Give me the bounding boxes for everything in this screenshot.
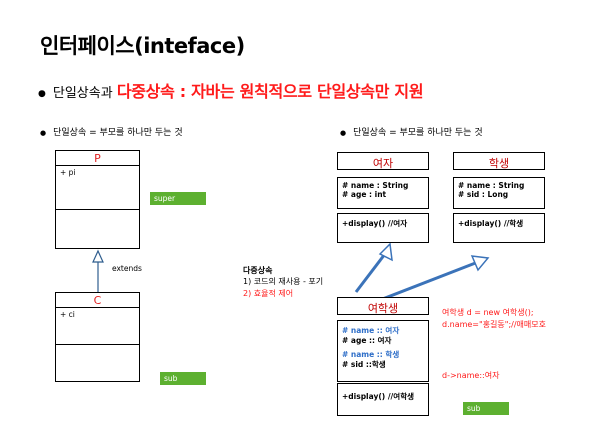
inherit-woman-line (354, 249, 390, 293)
extends-label: extends (112, 264, 142, 273)
bullet-dot-icon: ● (40, 128, 47, 137)
class-woman-header: 여자 (337, 152, 429, 170)
class-p-attr: + pi (60, 168, 76, 177)
bullet-highlight: 다중상속 : 자바는 원칙적으로 단일상속만 지원 (116, 82, 424, 101)
right-sub-bullet: ● 단일상속 = 부모를 하나만 두는 것 (340, 125, 483, 138)
class-female-student-name: 여학생 (367, 302, 399, 315)
left-sub-text: 단일상속 = 부모를 하나만 두는 것 (53, 128, 183, 138)
class-female-student-methods: +display() //여학생 (337, 383, 429, 416)
class-student-header: 학생 (453, 152, 545, 170)
multi-inheritance-item-1: 1) 코드의 재사용 - 포기 (243, 277, 324, 286)
class-c-attr: + ci (60, 310, 75, 319)
class-student-methods: +display() //학생 (453, 213, 545, 243)
left-sub-bullet: ● 단일상속 = 부모를 하나만 두는 것 (40, 125, 183, 138)
super-label: super (150, 192, 206, 205)
class-c-attributes: + ci (55, 307, 140, 345)
code-line-1: 여학생 d = new 여학생(); (442, 308, 534, 317)
inherit-student-line (379, 260, 479, 302)
class-c-header: C (55, 292, 140, 308)
slide-title: 인터페이스(inteface) (40, 34, 245, 58)
class-student-method: +display() //학생 (458, 219, 524, 228)
multi-inheritance-title: 다중상속 (243, 266, 273, 275)
right-sub-text: 단일상속 = 부모를 하나만 두는 것 (353, 128, 483, 138)
class-female-student-method: +display() //여학생 (342, 392, 414, 401)
class-p-attributes: + pi (55, 165, 140, 210)
bullet-dot-icon: ● (38, 88, 46, 99)
class-woman-attr-name: # name : String (342, 181, 409, 190)
main-bullet: ● 단일상속과 다중상속 : 자바는 원칙적으로 단일상속만 지원 (38, 78, 424, 102)
bullet-dot-icon: ● (340, 128, 347, 137)
class-c-methods (55, 344, 140, 382)
class-p-name: P (94, 152, 101, 165)
extends-arrowhead-icon (92, 249, 104, 263)
class-p-methods (55, 209, 140, 249)
class-student-name: 학생 (488, 157, 510, 170)
class-woman-method: +display() //여자 (342, 219, 408, 228)
class-woman-methods: +display() //여자 (337, 213, 429, 243)
class-p-header: P (55, 150, 140, 166)
sub-label-right: sub (463, 402, 509, 415)
bullet-prefix: 단일상속과 (52, 86, 113, 101)
code-line-2: d.name="홍길동";//애매모호 (442, 320, 546, 329)
fs-attr-sid-student: # sid ::학생 (342, 360, 386, 369)
fs-attr-name-student: # name :: 학생 (342, 350, 400, 359)
class-female-student-header: 여학생 (337, 297, 429, 315)
class-woman-attr-age: # age : int (342, 190, 387, 199)
class-student-attr-name: # name : String (458, 181, 525, 190)
fs-attr-age-woman: # age :: 여자 (342, 336, 392, 345)
class-student-attr-sid: # sid : Long (458, 190, 509, 199)
fs-attr-name-woman: # name :: 여자 (342, 326, 400, 335)
inherit-woman-arrowhead-icon (378, 242, 393, 262)
class-woman-attributes: # name : String # age : int (337, 177, 429, 209)
class-c-name: C (93, 294, 102, 307)
class-student-attributes: # name : String # sid : Long (453, 177, 545, 209)
sub-label-left: sub (160, 372, 206, 385)
code-line-3: d->name::여자 (442, 371, 500, 380)
inherit-student-arrowhead-icon (470, 255, 490, 272)
multi-inheritance-item-2: 2) 효율적 제어 (243, 289, 294, 298)
class-female-student-attributes: # name :: 여자 # age :: 여자 # name :: 학생 # … (337, 320, 429, 382)
class-woman-name: 여자 (372, 157, 394, 170)
